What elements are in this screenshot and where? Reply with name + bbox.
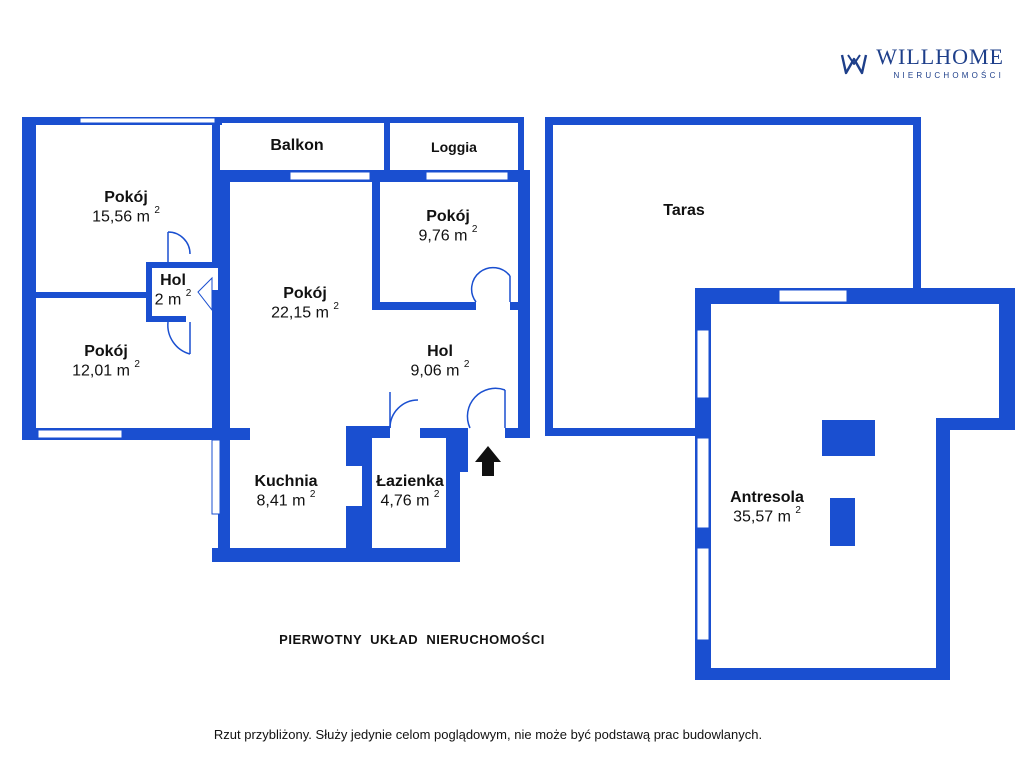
room-name: Hol [427, 343, 453, 360]
room-label-loggia: Loggia [431, 139, 477, 155]
room-name: Taras [663, 202, 705, 219]
room-name: Antresola [730, 489, 804, 506]
room-area: 9,06 m 2 [410, 359, 470, 380]
entrance-arrow-icon [475, 446, 501, 476]
room-area: 12,01 m 2 [72, 359, 140, 380]
room-area: 35,57 m 2 [733, 505, 801, 526]
windows [37, 117, 848, 641]
room-area: 9,76 m 2 [418, 224, 478, 245]
walls [22, 117, 1015, 680]
room-label-hol-small: Hol 2 m 2 [155, 272, 192, 310]
willhome-logo-icon [841, 54, 868, 75]
room-label-lazienka: Łazienka 4,76 m 2 [376, 473, 444, 511]
room-label-pokoj-1: Pokój 15,56 m 2 [92, 189, 160, 227]
room-label-antresola: Antresola 35,57 m 2 [730, 489, 804, 527]
room-name: Łazienka [376, 473, 444, 490]
room-label-balkon: Balkon [270, 137, 323, 155]
room-name: Pokój [84, 343, 128, 360]
door-arcs [167, 231, 511, 429]
plan-caption: PIERWOTNY UKŁAD NIERUCHOMOŚCI [279, 632, 545, 647]
room-label-pokoj-main: Pokój 22,15 m 2 [271, 285, 339, 323]
room-name: Pokój [283, 285, 327, 302]
room-area: 2 m 2 [154, 288, 192, 309]
brand-subtitle: NIERUCHOMOŚCI [893, 71, 1004, 80]
room-name: Hol [160, 272, 186, 289]
room-label-pokoj-small: Pokój 9,76 m 2 [419, 208, 478, 246]
room-area: 22,15 m 2 [271, 301, 339, 322]
room-name: Loggia [431, 139, 477, 155]
room-name: Pokój [426, 208, 470, 225]
room-label-taras: Taras [663, 202, 705, 220]
room-name: Pokój [104, 189, 148, 206]
disclaimer: Rzut przybliżony. Służy jedynie celom po… [213, 727, 763, 742]
room-label-hol: Hol 9,06 m 2 [411, 343, 470, 381]
room-label-pokoj-2: Pokój 12,01 m 2 [72, 343, 140, 381]
room-name: Kuchnia [254, 473, 318, 490]
room-area: 15,56 m 2 [92, 205, 160, 226]
room-area: 4,76 m 2 [380, 489, 440, 510]
room-label-kuchnia: Kuchnia 8,41 m 2 [254, 473, 317, 511]
room-name: Balkon [270, 137, 324, 154]
brand-logo: WILLHOME NIERUCHOMOŚCI [840, 46, 1004, 80]
room-area: 8,41 m 2 [256, 489, 316, 510]
brand-name: WILLHOME [876, 44, 1004, 69]
